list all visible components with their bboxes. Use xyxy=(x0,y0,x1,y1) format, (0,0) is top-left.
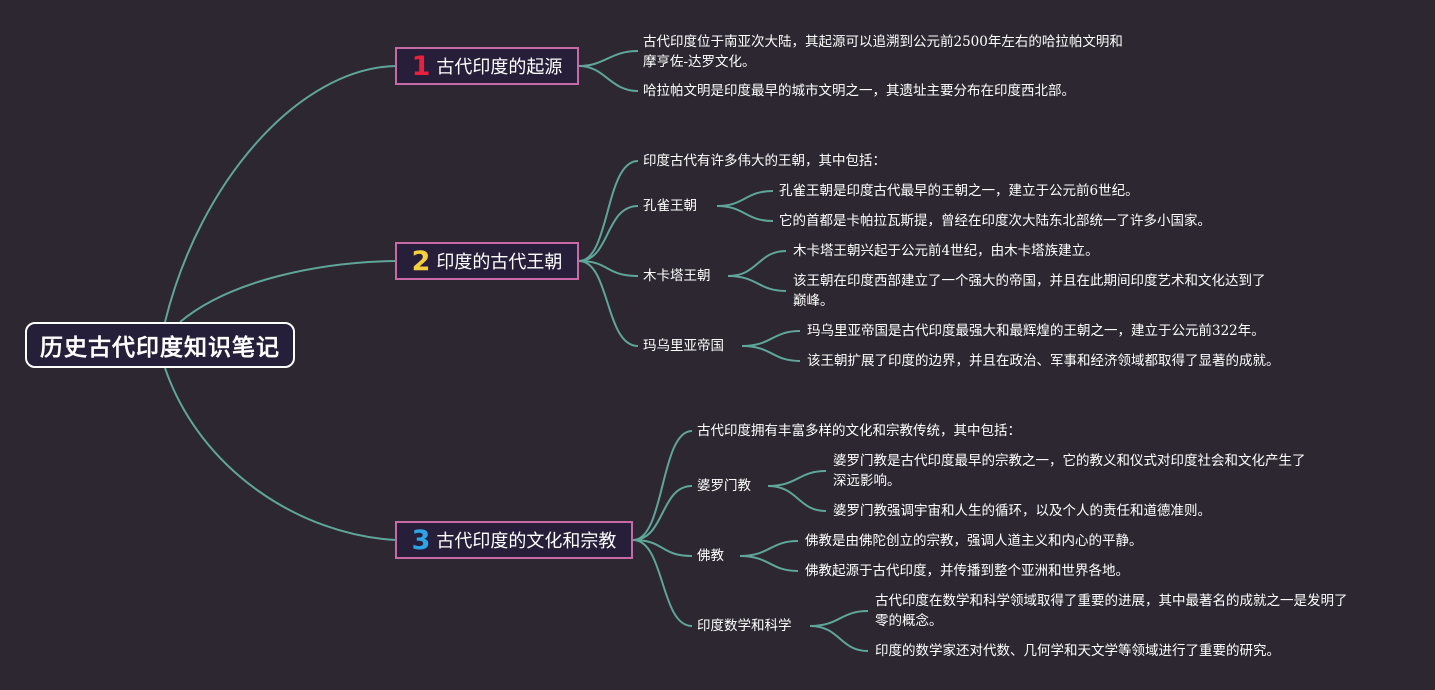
subtopic-mauryan-empire[interactable]: 玛乌里亚帝国 xyxy=(643,338,724,354)
link-b1-leaf1 xyxy=(578,50,639,67)
subtopic-math-science[interactable]: 印度数学和科学 xyxy=(697,618,792,634)
culture-intro[interactable]: 古代印度拥有丰富多样的文化和宗教传统，其中包括： xyxy=(697,423,1021,439)
leaf-origin-1[interactable]: 古代印度位于南亚次大陆，其起源可以追溯到公元前2500年左右的哈拉帕文明和 摩亨… xyxy=(643,34,1123,70)
link-g31-a xyxy=(767,470,827,487)
root-title: 历史古代印度知识笔记 xyxy=(40,335,280,361)
leaf-math-2[interactable]: 印度的数学家还对代数、几何学和天文学等领域进行了重要的研究。 xyxy=(875,643,1280,659)
branch-title: 印度的古代王朝 xyxy=(436,252,563,273)
link-root-b1 xyxy=(164,65,397,323)
link-b2-g1 xyxy=(578,205,639,262)
link-b3-g3 xyxy=(632,539,693,627)
leaf-mauryan-2[interactable]: 该王朝扩展了印度的边界，并且在政治、军事和经济领域都取得了显著的成就。 xyxy=(807,353,1280,369)
link-g22-a xyxy=(727,250,787,277)
branch-title: 古代印度的文化和宗教 xyxy=(436,531,617,552)
leaf-peacock-2[interactable]: 它的首都是卡帕拉瓦斯提，曾经在印度次大陆东北部统一了许多小国家。 xyxy=(779,213,1211,229)
link-b2-intro xyxy=(578,160,639,262)
subtopic-buddhism[interactable]: 佛教 xyxy=(697,548,724,564)
leaf-peacock-1[interactable]: 孔雀王朝是印度古代最早的王朝之一，建立于公元前6世纪。 xyxy=(779,183,1139,199)
branch-number-2: 2 xyxy=(411,245,431,277)
link-b1-leaf2 xyxy=(578,65,639,92)
link-g22-b xyxy=(727,275,787,292)
link-b3-g2 xyxy=(632,539,693,557)
link-g33-b xyxy=(809,625,869,652)
subtopic-mukata[interactable]: 木卡塔王朝 xyxy=(643,268,711,284)
link-root-b2 xyxy=(179,260,397,323)
leaf-mukata-2[interactable]: 该王朝在印度西部建立了一个强大的帝国，并且在此期间印度艺术和文化达到了 巅峰。 xyxy=(793,273,1266,309)
link-b2-g3 xyxy=(578,260,639,347)
branch-number-3: 3 xyxy=(411,524,431,556)
branch-number-1: 1 xyxy=(411,50,431,82)
branch-title: 古代印度的起源 xyxy=(436,57,563,78)
link-g21-a xyxy=(716,190,774,207)
leaf-buddhism-2[interactable]: 佛教起源于古代印度，并传播到整个亚洲和世界各地。 xyxy=(805,563,1129,579)
subtopic-maurya-peacock[interactable]: 孔雀王朝 xyxy=(643,198,697,214)
link-g31-b xyxy=(767,485,827,512)
link-g32-b xyxy=(739,555,799,572)
link-b2-g2 xyxy=(578,260,639,277)
branch-dynasties[interactable]: 2 印度的古代王朝 xyxy=(395,242,579,280)
link-b3-g1 xyxy=(632,485,693,541)
link-g32-a xyxy=(739,540,799,557)
link-g23-a xyxy=(741,330,801,347)
link-g21-b xyxy=(716,205,774,222)
leaf-brahmanism-1[interactable]: 婆罗门教是古代印度最早的宗教之一，它的教义和仪式对印度社会和文化产生了 深远影响… xyxy=(833,453,1306,489)
leaf-math-1[interactable]: 古代印度在数学和科学领域取得了重要的进展，其中最著名的成就之一是发明了 零的概念… xyxy=(875,593,1348,629)
subtopic-brahmanism[interactable]: 婆罗门教 xyxy=(697,478,751,494)
leaf-origin-2[interactable]: 哈拉帕文明是印度最早的城市文明之一，其遗址主要分布在印度西北部。 xyxy=(643,83,1075,99)
leaf-mauryan-1[interactable]: 玛乌里亚帝国是古代印度最强大和最辉煌的王朝之一，建立于公元前322年。 xyxy=(807,323,1265,339)
branch-origin[interactable]: 1 古代印度的起源 xyxy=(395,47,579,85)
leaf-mukata-1[interactable]: 木卡塔王朝兴起于公元前4世纪，由木卡塔族建立。 xyxy=(793,243,1099,259)
dynasties-intro[interactable]: 印度古代有许多伟大的王朝，其中包括： xyxy=(643,153,886,169)
link-g23-b xyxy=(741,345,801,362)
link-b3-intro xyxy=(632,430,693,541)
link-root-b3 xyxy=(164,367,397,541)
leaf-brahmanism-2[interactable]: 婆罗门教强调宇宙和人生的循环，以及个人的责任和道德准则。 xyxy=(833,503,1211,519)
branch-culture-religion[interactable]: 3 古代印度的文化和宗教 xyxy=(395,521,633,559)
root-topic[interactable]: 历史古代印度知识笔记 xyxy=(25,322,295,368)
link-g33-a xyxy=(809,610,869,627)
leaf-buddhism-1[interactable]: 佛教是由佛陀创立的宗教，强调人道主义和内心的平静。 xyxy=(805,533,1143,549)
